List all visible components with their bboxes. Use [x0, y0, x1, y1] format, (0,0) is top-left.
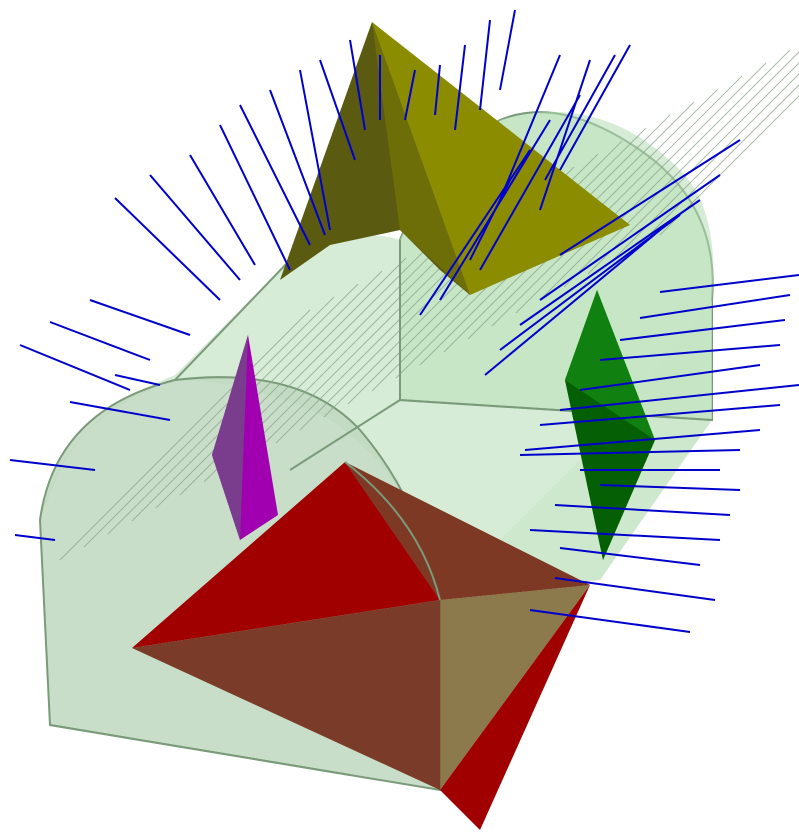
- rock-bolt: [529, 609, 691, 633]
- rock-bolt: [539, 59, 591, 211]
- rock-bolt: [554, 577, 716, 601]
- rock-bolt: [639, 294, 791, 319]
- rock-bolt: [544, 54, 616, 181]
- rock-bolt: [14, 534, 56, 541]
- rock-bolt: [559, 139, 741, 256]
- rock-bolt: [239, 104, 311, 246]
- rock-bolt: [484, 229, 661, 376]
- rock-bolt: [659, 274, 799, 293]
- rock-bolt: [619, 319, 786, 341]
- rock-bolt: [499, 54, 561, 201]
- rock-bolt: [349, 39, 366, 131]
- rock-bolt: [599, 484, 741, 491]
- rock-bolt: [404, 69, 416, 121]
- rock-bolt: [89, 299, 191, 336]
- rock-bolt: [189, 154, 256, 266]
- rock-bolt: [529, 529, 721, 541]
- rock-bolt: [524, 429, 761, 451]
- rock-bolt: [599, 344, 781, 361]
- floor-wedge: [132, 461, 590, 830]
- rock-bolt: [69, 401, 171, 421]
- rock-bolt: [19, 344, 131, 391]
- rock-bolt: [149, 174, 241, 281]
- rock-bolt: [269, 89, 326, 236]
- rock-bolt: [499, 9, 516, 91]
- rock-bolt: [539, 174, 721, 301]
- rock-bolt: [219, 124, 291, 271]
- rock-bolt: [559, 44, 631, 171]
- tunnel-right-face: [440, 300, 712, 600]
- rock-bolt: [559, 384, 799, 411]
- rock-bolt: [539, 404, 781, 426]
- rock-bolt: [114, 197, 221, 301]
- rock-bolt: [9, 459, 96, 471]
- rock-bolt: [49, 321, 151, 361]
- rock-bolt: [559, 547, 701, 566]
- rock-bolt: [519, 199, 701, 326]
- rock-bolt: [454, 44, 466, 131]
- rock-bolt: [469, 179, 511, 261]
- rock-bolt: [579, 364, 761, 391]
- rock-bolt: [114, 374, 161, 386]
- rock-bolts: [9, 9, 799, 633]
- rock-bolt: [319, 59, 356, 161]
- rock-bolt: [519, 449, 741, 456]
- rock-bolt: [434, 64, 441, 116]
- rock-bolt: [554, 504, 731, 516]
- rock-bolt: [419, 149, 531, 316]
- rock-bolt: [479, 94, 581, 271]
- rock-bolt: [299, 69, 331, 231]
- rock-bolt: [479, 19, 491, 111]
- left-wall-wedge: [212, 335, 278, 540]
